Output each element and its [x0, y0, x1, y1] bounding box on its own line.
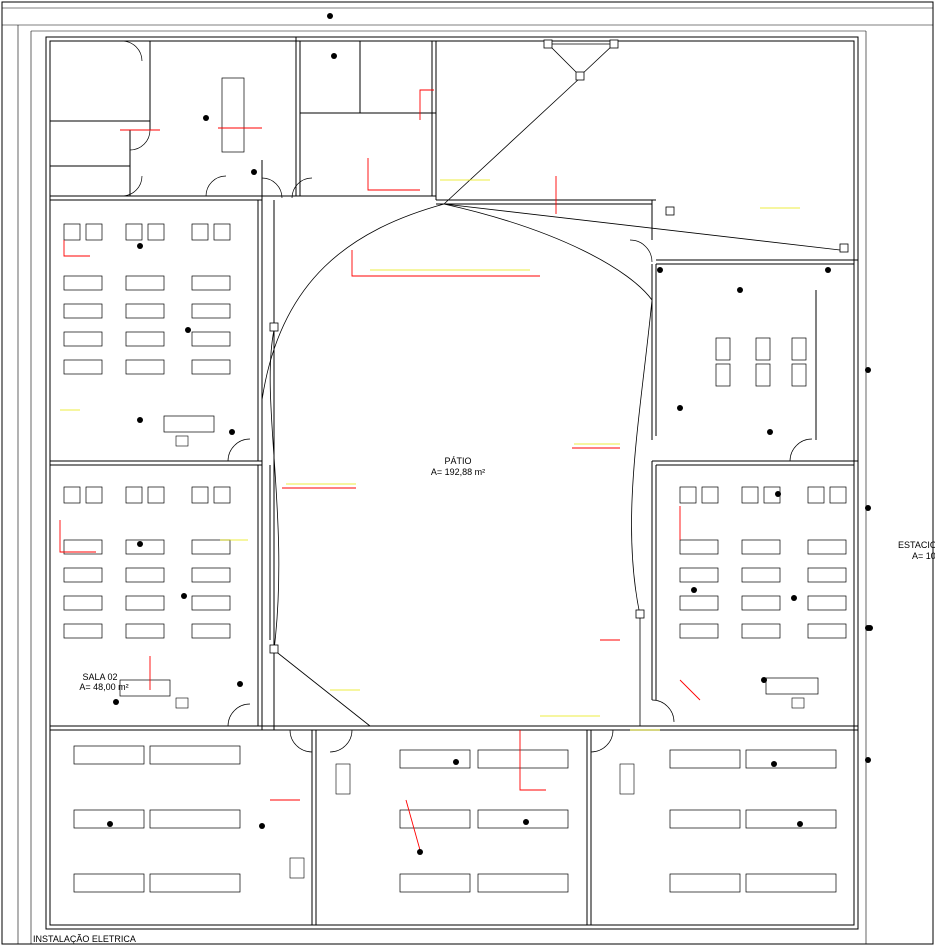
sala02-area: A= 48,00 m² — [79, 682, 129, 692]
drawing-title: INSTALAÇÃO ELETRICA — [33, 934, 136, 944]
outlets — [107, 13, 873, 855]
desks — [63, 77, 847, 893]
patio-area: A= 192,88 m² — [430, 467, 486, 477]
estacionamento-name: ESTACIO — [898, 540, 935, 550]
walls — [45, 36, 859, 930]
circuit-runs — [59, 89, 701, 851]
estacionamento-area: A= 10 — [912, 551, 935, 561]
patio-name: PÁTIO — [444, 456, 472, 466]
wiring-arcs — [261, 43, 841, 727]
junction-boxes — [269, 39, 849, 654]
sala02-name: SALA 02 — [82, 672, 118, 682]
door-swings — [121, 40, 813, 753]
chairs — [175, 435, 805, 879]
circuit-annotations — [60, 179, 800, 731]
